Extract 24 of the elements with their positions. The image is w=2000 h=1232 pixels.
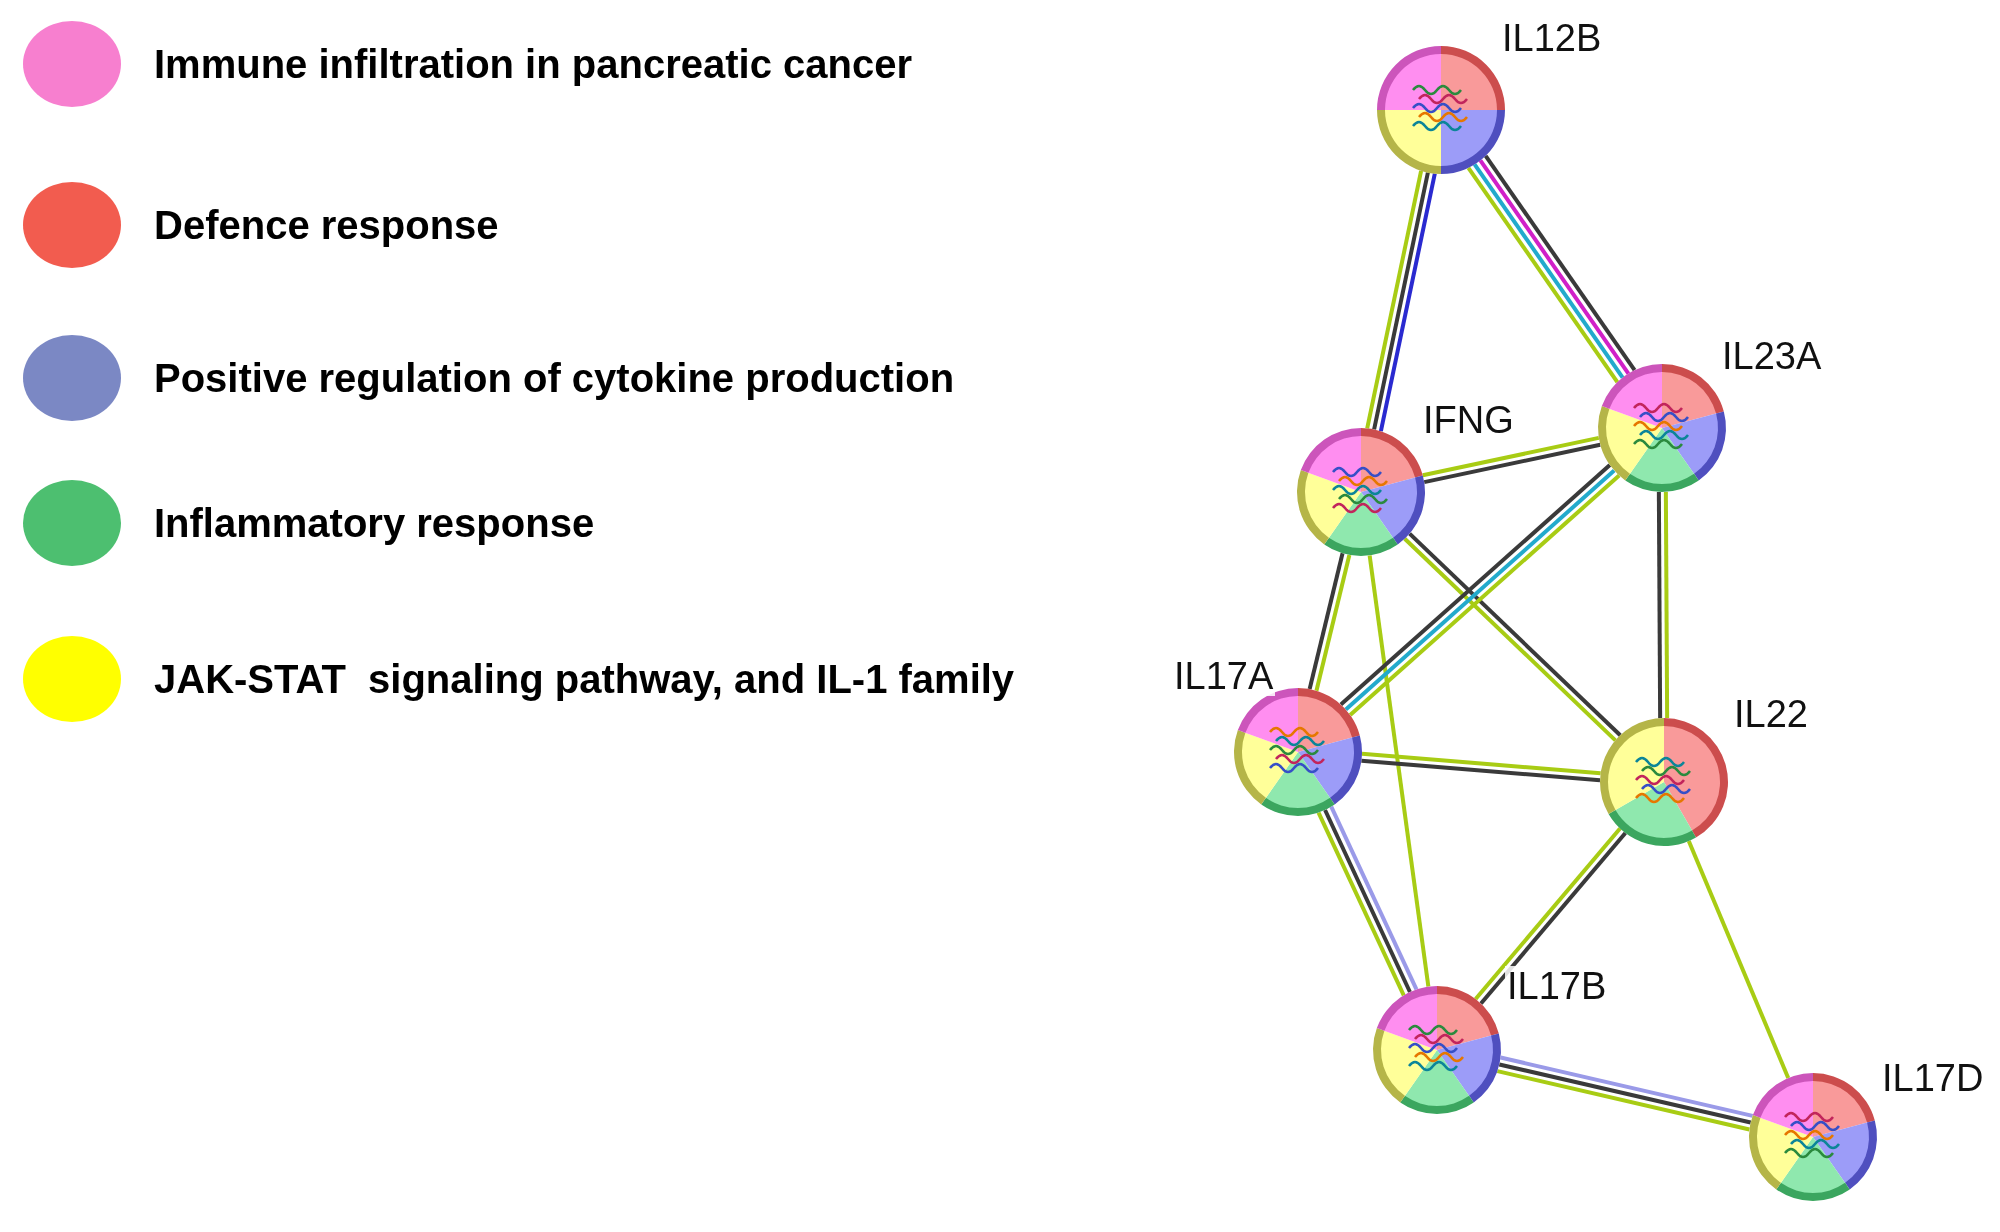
interaction-line — [1372, 172, 1430, 430]
interaction-line — [1307, 552, 1345, 690]
interaction-line — [1367, 555, 1431, 987]
interaction-line — [1498, 1062, 1752, 1125]
interaction-line — [1329, 805, 1419, 991]
legend-label: Inflammatory response — [154, 503, 595, 543]
interaction-line — [1656, 491, 1663, 719]
interaction-line — [1323, 809, 1412, 993]
legend-label: JAK-STAT signaling pathway, and IL-1 family — [154, 659, 1015, 699]
interaction-line — [1423, 442, 1601, 485]
interaction-line — [1365, 170, 1424, 429]
interaction-line — [1361, 758, 1601, 783]
interaction-line — [1496, 1069, 1750, 1132]
interaction-line — [1314, 554, 1352, 692]
legend-label: Immune infiltration in pancreatic cancer — [154, 44, 912, 84]
legend-label: Defence response — [154, 205, 499, 245]
interaction-line — [1686, 840, 1791, 1079]
interaction-line — [1663, 491, 1670, 719]
interaction-line — [1422, 435, 1600, 478]
interaction-line — [1500, 1055, 1754, 1118]
interaction-line — [1361, 751, 1601, 776]
interaction-line — [1316, 811, 1406, 997]
legend-label: Positive regulation of cytokine production — [154, 358, 955, 398]
interaction-line — [1378, 173, 1437, 432]
